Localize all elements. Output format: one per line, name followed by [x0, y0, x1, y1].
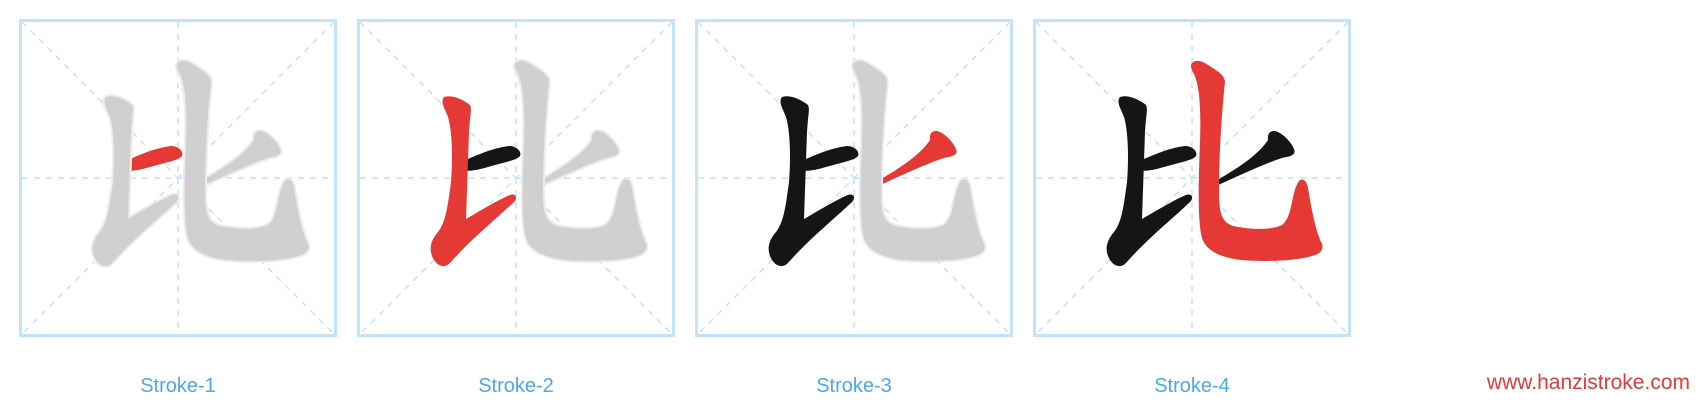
left-rising-stroke	[1207, 130, 1295, 189]
guide-lines	[1036, 22, 1348, 334]
vertical-lift-stroke	[430, 96, 517, 267]
vertical-lift-stroke	[1106, 96, 1193, 267]
character-grid	[357, 19, 675, 337]
character-2	[360, 22, 672, 334]
vertical-bend-hook-stroke	[174, 58, 311, 263]
character-grid	[1033, 19, 1351, 337]
horizontal-stroke	[118, 146, 183, 171]
stroke-label: Stroke-4	[1154, 375, 1230, 397]
stroke-label: Stroke-1	[140, 375, 216, 397]
vertical-bend-hook-stroke	[1190, 60, 1323, 261]
vertical-lift-stroke	[768, 96, 855, 267]
character-grid	[19, 19, 337, 337]
horizontal-stroke	[794, 146, 859, 171]
character-1	[22, 22, 334, 334]
horizontal-stroke	[1132, 146, 1197, 171]
vertical-bend-hook-stroke	[512, 58, 649, 263]
stroke-step-2: Stroke-2	[357, 19, 675, 397]
stroke-label: Stroke-2	[478, 375, 554, 397]
left-rising-stroke	[869, 130, 957, 189]
stroke-step-4: Stroke-4	[1033, 19, 1351, 397]
character-grid	[695, 19, 1013, 337]
stroke-step-1: Stroke-1	[19, 19, 337, 397]
character-3	[698, 22, 1010, 334]
horizontal-stroke	[456, 146, 521, 171]
site-url: www.hanzistroke.com	[1486, 371, 1690, 394]
stroke-step-3: Stroke-3	[695, 19, 1013, 397]
stroke-label: Stroke-3	[816, 375, 892, 397]
character-4	[1036, 22, 1348, 334]
vertical-lift-stroke	[90, 94, 181, 269]
vertical-bend-hook-stroke	[850, 58, 987, 263]
